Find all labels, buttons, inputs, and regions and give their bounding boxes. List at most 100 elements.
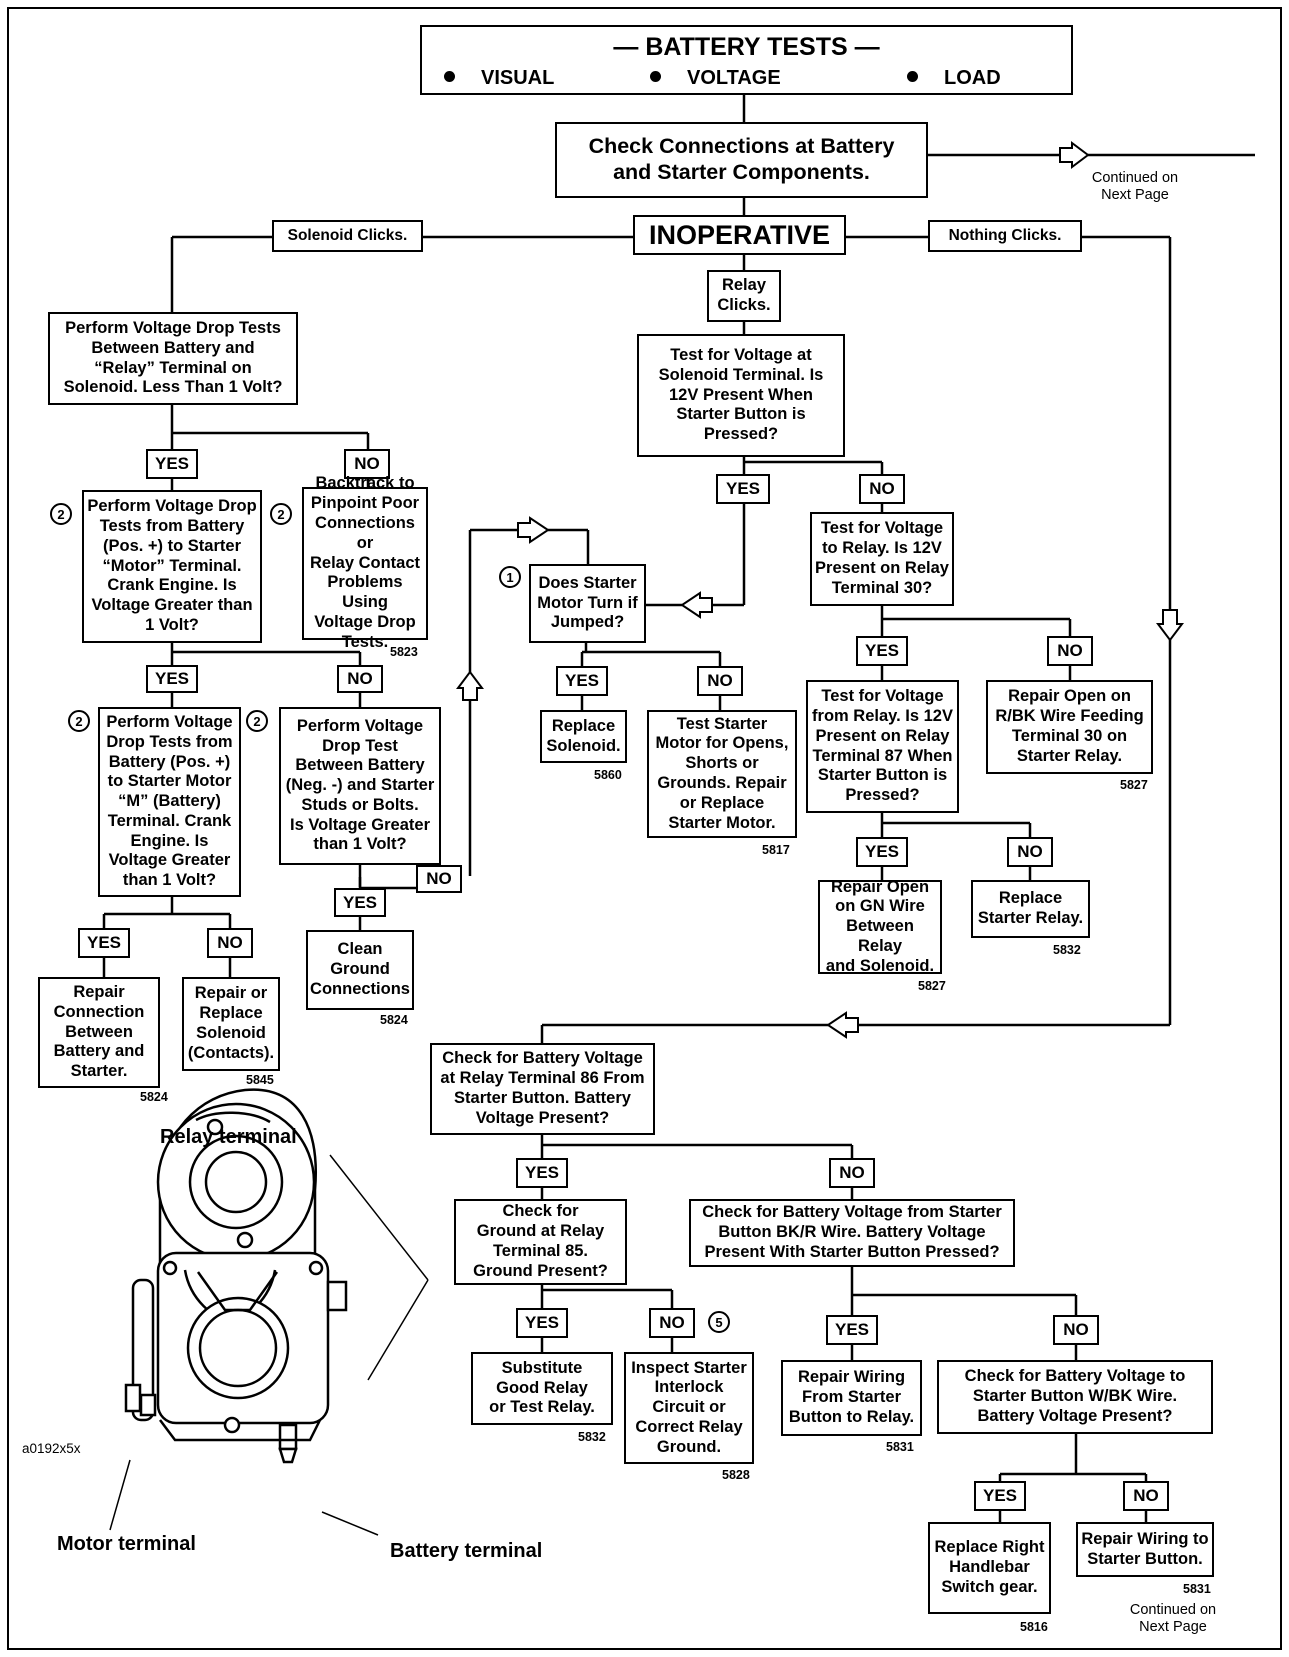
yes-label: YES [556, 666, 608, 696]
bullet-icon [907, 71, 918, 83]
check-bkr-box: Check for Battery Voltage from Starter B… [689, 1199, 1015, 1267]
ref-5828: 5828 [722, 1468, 750, 1482]
no-label: NO [207, 928, 253, 958]
replace-solenoid-box: Replace Solenoid. [540, 710, 627, 763]
battery-tests-header: — BATTERY TESTS — VISUAL VOLTAGE LOAD [420, 25, 1073, 95]
ref-5831: 5831 [1183, 1582, 1211, 1596]
header-item-label: LOAD [944, 67, 1001, 89]
ref-5827: 5827 [918, 979, 946, 993]
yes-label: YES [856, 636, 908, 666]
continued-note-top: Continued on Next Page [1091, 170, 1179, 204]
test-relay-87-box: Test for Voltage from Relay. Is 12V Pres… [806, 680, 959, 813]
no-label: NO [1053, 1315, 1099, 1345]
continued-note-bottom: Continued on Next Page [1129, 1602, 1217, 1636]
header-title: — BATTERY TESTS — [613, 33, 880, 61]
vd-relay-terminal-box: Perform Voltage Drop Tests Between Batte… [48, 312, 298, 405]
test-solenoid-terminal-box: Test for Voltage at Solenoid Terminal. I… [637, 334, 845, 457]
ref-5817: 5817 [762, 843, 790, 857]
no-label: NO [859, 474, 905, 504]
replace-switch-box: Replace Right Handlebar Switch gear. [928, 1522, 1051, 1614]
callout-2: 2 [68, 710, 90, 732]
header-item-label: VOLTAGE [687, 67, 781, 89]
replace-solenoid-contacts-box: Repair or Replace Solenoid (Contacts). [182, 977, 280, 1071]
repair-gn-box: Repair Open on GN Wire Between Relay and… [818, 878, 942, 975]
repair-wiring-relay-box: Repair Wiring From Starter Button to Rel… [781, 1360, 922, 1436]
header-item-label: VISUAL [481, 67, 555, 89]
no-label: NO [416, 865, 462, 893]
bullet-icon [444, 71, 455, 83]
ref-5827: 5827 [1120, 778, 1148, 792]
ref-5845: 5845 [246, 1073, 274, 1087]
vd-motor-terminal-box: Perform Voltage Drop Tests from Battery … [82, 490, 262, 643]
ref-5832: 5832 [578, 1430, 606, 1444]
yes-label: YES [856, 837, 908, 867]
solenoid-clicks-label: Solenoid Clicks. [272, 220, 423, 252]
battery-terminal-label: Battery terminal [390, 1540, 543, 1562]
repair-wiring-button-box: Repair Wiring to Starter Button. [1076, 1522, 1214, 1577]
yes-label: YES [516, 1158, 568, 1188]
arrow-down-icon [1156, 609, 1184, 642]
yes-label: YES [78, 928, 130, 958]
ref-5823: 5823 [390, 645, 418, 659]
inoperative-box: INOPERATIVE [633, 215, 846, 255]
arrow-left-icon [826, 1011, 859, 1039]
replace-relay-box: Replace Starter Relay. [971, 880, 1090, 938]
check-relay-86-box: Check for Battery Voltage at Relay Termi… [430, 1043, 655, 1135]
arrow-left-icon [680, 591, 713, 619]
figure-id: a0192x5x [22, 1441, 81, 1456]
yes-label: YES [716, 474, 770, 504]
yes-label: YES [334, 888, 386, 917]
callout-2: 2 [246, 710, 268, 732]
no-label: NO [697, 666, 743, 696]
repair-rbk-box: Repair Open on R/BK Wire Feeding Termina… [986, 680, 1153, 774]
starter-motor-illustration [124, 1088, 348, 1464]
inspect-interlock-box: Inspect Starter Interlock Circuit or Cor… [624, 1352, 754, 1464]
no-label: NO [344, 449, 390, 479]
header-item-voltage: VOLTAGE [650, 67, 781, 90]
header-item-load: LOAD [907, 67, 1001, 90]
ref-5824: 5824 [380, 1013, 408, 1027]
ref-5831: 5831 [886, 1440, 914, 1454]
no-label: NO [649, 1308, 695, 1338]
test-relay-voltage-box: Test for Voltage to Relay. Is 12V Presen… [810, 512, 954, 606]
clean-ground-box: Clean Ground Connections [306, 930, 414, 1010]
callout-5: 5 [708, 1311, 730, 1333]
yes-label: YES [146, 665, 198, 693]
callout-2: 2 [270, 503, 292, 525]
motor-terminal-label: Motor terminal [57, 1533, 196, 1555]
header-item-visual: VISUAL [444, 67, 554, 90]
check-connections-box: Check Connections at Battery and Starter… [555, 122, 928, 198]
no-label: NO [1007, 837, 1053, 867]
backtrack-box: Backtrack to Pinpoint Poor Connections o… [302, 474, 428, 651]
callout-1: 1 [499, 566, 521, 588]
arrow-up-icon [456, 670, 484, 701]
check-wbk-box: Check for Battery Voltage to Starter But… [937, 1360, 1213, 1434]
vd-m-battery-box: Perform Voltage Drop Tests from Battery … [98, 707, 241, 897]
bullet-icon [650, 71, 661, 83]
yes-label: YES [516, 1308, 568, 1338]
vd-ground-box: Perform Voltage Drop Test Between Batter… [279, 707, 441, 865]
ref-5824: 5824 [140, 1090, 168, 1104]
no-label: NO [1123, 1481, 1169, 1511]
no-label: NO [337, 665, 383, 693]
arrow-right-icon [1059, 141, 1090, 169]
yes-label: YES [974, 1481, 1026, 1511]
callout-2: 2 [50, 503, 72, 525]
repair-connection-box: Repair Connection Between Battery and St… [38, 977, 160, 1088]
ref-5860: 5860 [594, 768, 622, 782]
nothing-clicks-label: Nothing Clicks. [928, 220, 1082, 252]
no-label: NO [1047, 636, 1093, 666]
starter-jumped-box: Does Starter Motor Turn if Jumped? [529, 564, 646, 643]
substitute-relay-box: Substitute Good Relay or Test Relay. [471, 1352, 613, 1425]
relay-terminal-label: Relay terminal [160, 1126, 297, 1148]
check-ground-85-box: Check for Ground at Relay Terminal 85. G… [454, 1199, 627, 1285]
relay-clicks-box: Relay Clicks. [707, 270, 781, 322]
yes-label: YES [826, 1315, 878, 1345]
no-label: NO [829, 1158, 875, 1188]
test-starter-motor-box: Test Starter Motor for Opens, Shorts or … [647, 710, 797, 838]
ref-5816: 5816 [1020, 1620, 1048, 1634]
ref-5832: 5832 [1053, 943, 1081, 957]
yes-label: YES [146, 449, 198, 479]
